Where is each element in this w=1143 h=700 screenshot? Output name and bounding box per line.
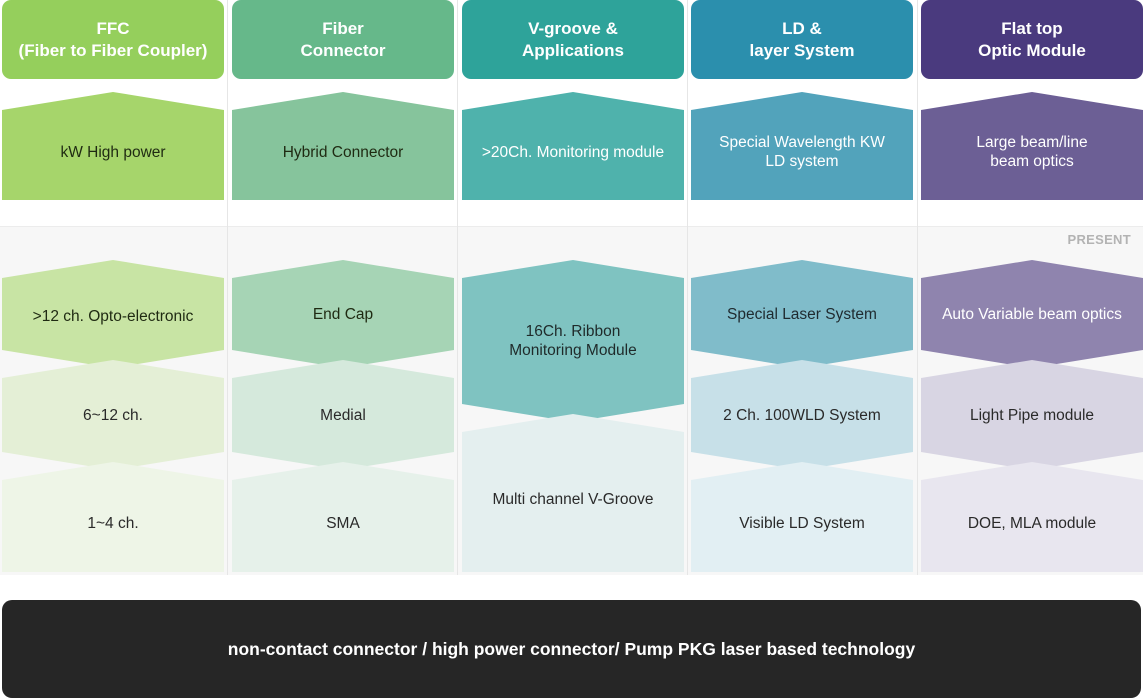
column-header: V-groove & Applications — [462, 0, 684, 79]
column-v-groove: V-groove & Applications >20Ch. Monitorin… — [462, 0, 684, 575]
present-tile: Special Laser System — [691, 260, 913, 368]
column-header: Flat top Optic Module — [921, 0, 1143, 79]
present-tile: 1~4 ch. — [2, 462, 224, 572]
column-header: Fiber Connector — [232, 0, 454, 79]
column-fiber-connector: Fiber Connector Hybrid Connector End Cap… — [232, 0, 454, 575]
present-tile: >12 ch. Opto-electronic — [2, 260, 224, 368]
column-divider — [687, 0, 688, 575]
column-divider — [457, 0, 458, 575]
present-label: PRESENT — [1067, 232, 1131, 247]
present-tile: Light Pipe module — [921, 360, 1143, 470]
present-tile: Visible LD System — [691, 462, 913, 572]
present-tile: 2 Ch. 100WLD System — [691, 360, 913, 470]
present-tile: DOE, MLA module — [921, 462, 1143, 572]
column-ld-system: LD & layer System Special Wavelength KW … — [691, 0, 913, 575]
present-tile: Auto Variable beam optics — [921, 260, 1143, 368]
column-header: LD & layer System — [691, 0, 913, 79]
present-tile: Multi channel V-Groove — [462, 414, 684, 572]
footer-banner: non-contact connector / high power conne… — [2, 600, 1141, 698]
present-tile: SMA — [232, 462, 454, 572]
column-header: FFC (Fiber to Fiber Coupler) — [2, 0, 224, 79]
present-tile: End Cap — [232, 260, 454, 368]
future-tile: Hybrid Connector — [232, 92, 454, 200]
future-tile: kW High power — [2, 92, 224, 200]
future-tile: >20Ch. Monitoring module — [462, 92, 684, 200]
column-flat-top-optic: Flat top Optic Module Large beam/line be… — [921, 0, 1143, 575]
column-divider — [227, 0, 228, 575]
future-tile: Special Wavelength KW LD system — [691, 92, 913, 200]
present-tile: 16Ch. Ribbon Monitoring Module — [462, 260, 684, 422]
band-divider — [0, 226, 1143, 227]
future-tile: Large beam/line beam optics — [921, 92, 1143, 200]
present-tile: Medial — [232, 360, 454, 470]
column-divider — [917, 0, 918, 575]
column-ffc: FFC (Fiber to Fiber Coupler) kW High pow… — [2, 0, 224, 575]
present-tile: 6~12 ch. — [2, 360, 224, 470]
